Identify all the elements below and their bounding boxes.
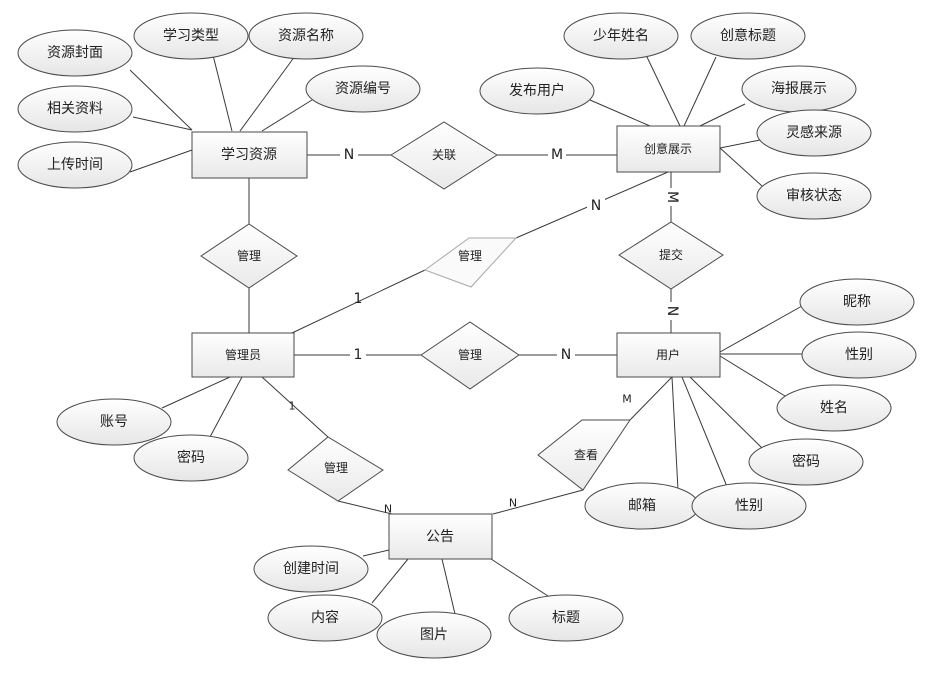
relationship-manage-resource: 管理 [200, 223, 298, 289]
card-admin-manage-user: 1 [354, 347, 363, 363]
attr-cr-youth-name: 少年姓名 [563, 12, 679, 60]
relationship-link: 关联 [390, 121, 498, 190]
svg-text:内容: 内容 [311, 609, 339, 626]
svg-text:姓名: 姓名 [820, 400, 848, 416]
card-creative-submit: M [664, 191, 680, 203]
svg-text:性别: 性别 [735, 498, 763, 514]
svg-text:查看: 查看 [574, 448, 598, 462]
attr-u-nickname: 昵称 [799, 278, 915, 326]
svg-text:上传时间: 上传时间 [47, 157, 103, 173]
attr-n-image: 图片 [376, 611, 492, 659]
attr-a-account: 账号 [56, 398, 172, 446]
svg-text:密码: 密码 [177, 449, 205, 466]
card-admin-manage-creative: 1 [354, 291, 363, 307]
entity-resource: 学习资源 [191, 131, 308, 179]
card-res-link: N [344, 147, 354, 163]
card-link-creative: M [551, 147, 563, 163]
attr-res-code: 资源编号 [305, 65, 421, 113]
entity-admin: 管理员 [191, 332, 295, 378]
svg-text:资源封面: 资源封面 [47, 45, 103, 61]
cardinality-labels: N M M N 1 N 1 N 1 N M N [289, 146, 680, 516]
attr-res-upload-time: 上传时间 [17, 141, 133, 189]
svg-text:学习资源: 学习资源 [221, 147, 277, 163]
entity-creative: 创意展示 [616, 125, 721, 173]
attr-cr-pub-user: 发布用户 [479, 67, 595, 115]
svg-text:创意标题: 创意标题 [720, 27, 776, 44]
card-manage-user: N [561, 347, 571, 363]
card-notice-from-admin: N [384, 503, 392, 516]
attr-n-create-time: 创建时间 [253, 545, 369, 593]
attr-u-email: 邮箱 [584, 482, 700, 530]
relationship-submit: 提交 [618, 221, 724, 290]
svg-text:创建时间: 创建时间 [283, 561, 339, 577]
attr-u-password: 密码 [748, 438, 864, 486]
attr-cr-poster: 海报展示 [741, 65, 857, 113]
svg-text:相关资料: 相关资料 [47, 101, 103, 117]
card-user-view: M [622, 393, 632, 406]
svg-text:发布用户: 发布用户 [509, 82, 565, 99]
card-view-notice: N [509, 497, 517, 510]
svg-text:管理: 管理 [324, 460, 348, 475]
svg-text:资源名称: 资源名称 [278, 28, 334, 44]
attr-res-cover: 资源封面 [17, 29, 133, 77]
svg-text:管理: 管理 [237, 248, 261, 263]
svg-text:密码: 密码 [792, 453, 820, 470]
svg-text:创意展示: 创意展示 [644, 141, 692, 156]
relationship-manage-user: 管理 [420, 321, 520, 390]
svg-text:性别: 性别 [845, 347, 873, 363]
svg-text:管理: 管理 [458, 248, 482, 263]
relationship-manage-creative: 管理 [423, 237, 518, 288]
attr-a-password: 密码 [133, 434, 249, 482]
attr-u-gender: 性别 [801, 331, 917, 379]
entity-notice: 公告 [388, 513, 493, 560]
svg-text:少年姓名: 少年姓名 [593, 28, 649, 44]
svg-text:审核状态: 审核状态 [786, 188, 842, 204]
attr-res-type: 学习类型 [133, 12, 249, 60]
svg-text:昵称: 昵称 [843, 294, 871, 310]
svg-text:海报展示: 海报展示 [771, 81, 827, 97]
svg-text:图片: 图片 [420, 627, 448, 643]
svg-text:管理员: 管理员 [225, 347, 261, 362]
attr-u-name: 姓名 [776, 384, 892, 432]
attr-res-name: 资源名称 [248, 12, 364, 60]
svg-text:账号: 账号 [100, 414, 128, 430]
svg-text:邮箱: 邮箱 [628, 498, 656, 514]
svg-text:资源编号: 资源编号 [335, 81, 391, 97]
card-submit-user: N [664, 306, 680, 316]
attr-n-title: 标题 [508, 594, 624, 642]
relationship-view: 查看 [537, 419, 631, 491]
attr-cr-inspiration: 灵感来源 [756, 109, 872, 157]
svg-text:灵感来源: 灵感来源 [786, 124, 842, 141]
svg-text:关联: 关联 [432, 148, 456, 162]
svg-text:提交: 提交 [659, 247, 683, 262]
attr-n-content: 内容 [267, 594, 383, 642]
svg-text:用户: 用户 [656, 347, 680, 362]
card-manage-creative: N [591, 198, 601, 214]
svg-text:公告: 公告 [426, 529, 454, 545]
attr-cr-review: 审核状态 [756, 172, 872, 220]
entity-user: 用户 [616, 332, 721, 378]
attr-res-material: 相关资料 [17, 85, 133, 133]
svg-text:学习类型: 学习类型 [163, 28, 219, 44]
relationship-manage-notice: 管理 [287, 436, 384, 502]
card-admin-notice: 1 [289, 400, 296, 413]
attr-u-gender2: 性别 [691, 482, 807, 530]
svg-text:标题: 标题 [552, 610, 580, 626]
attr-cr-title: 创意标题 [690, 12, 806, 60]
svg-text:管理: 管理 [458, 347, 482, 362]
